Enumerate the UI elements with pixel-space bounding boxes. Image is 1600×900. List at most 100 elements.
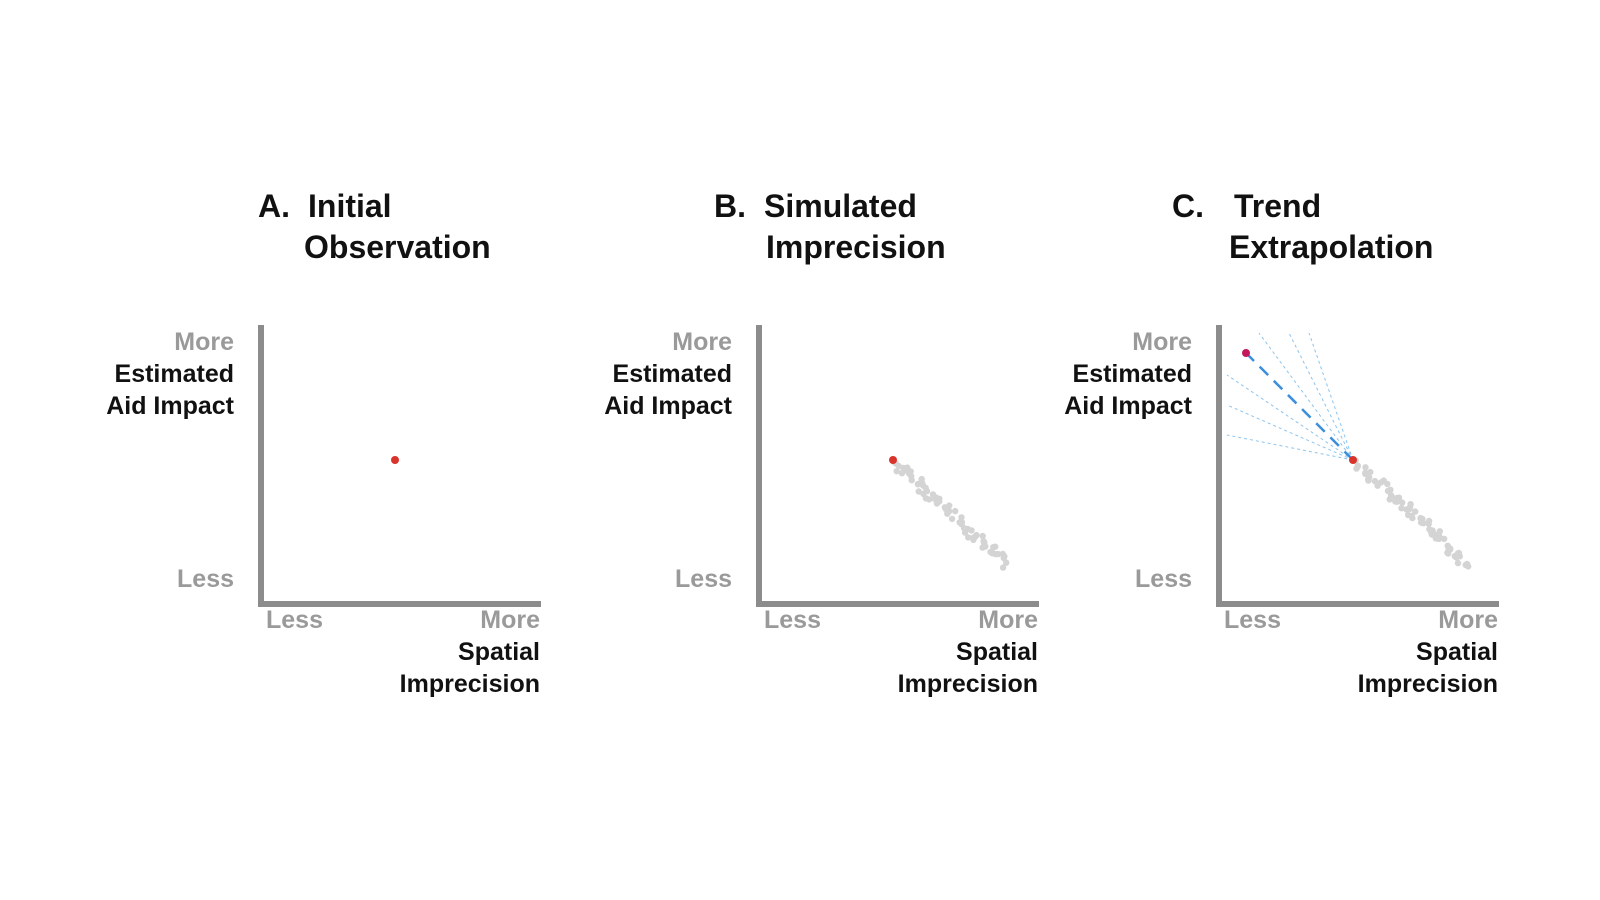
x-axis-label-line-2: Imprecision xyxy=(399,670,540,698)
y-less-label: Less xyxy=(675,565,732,593)
x-more-label: More xyxy=(978,606,1038,634)
simulated-point xyxy=(933,500,941,507)
plot-area xyxy=(391,456,399,464)
simulated-point xyxy=(979,532,986,540)
simulated-point xyxy=(1393,498,1401,505)
simulated-point xyxy=(898,470,906,477)
simulated-point xyxy=(945,507,952,514)
title-line-1: Trend xyxy=(1234,188,1322,224)
observation-point xyxy=(1349,456,1357,464)
simulated-point xyxy=(1436,528,1443,535)
simulated-point xyxy=(923,487,931,495)
fan-line xyxy=(1226,404,1354,461)
y-more-label: More xyxy=(672,328,732,356)
simulated-point xyxy=(1362,464,1369,471)
fan-line xyxy=(1288,332,1354,461)
simulated-point xyxy=(999,564,1007,571)
x-less-label: Less xyxy=(764,606,821,634)
extrapolated-point xyxy=(1242,349,1250,357)
simulated-point xyxy=(893,468,900,475)
simulated-points xyxy=(1352,457,1472,570)
x-axis-label-line-1: Spatial xyxy=(956,638,1038,666)
simulated-point xyxy=(1456,553,1463,560)
simulated-point xyxy=(965,534,972,541)
simulated-point xyxy=(981,539,988,546)
simulated-point xyxy=(1387,486,1394,493)
y-more-label: More xyxy=(174,328,234,356)
simulated-point xyxy=(936,495,943,502)
observation-point xyxy=(391,456,399,464)
y-axis-label-line-2: Aid Impact xyxy=(106,392,234,420)
simulated-point xyxy=(948,515,956,523)
panel-c: C. Trend Extrapolation More Estimated Ai… xyxy=(958,0,1499,900)
simulated-point xyxy=(1417,514,1424,522)
simulated-point xyxy=(1463,560,1471,568)
y-axis xyxy=(258,325,264,607)
panel-letter: A. xyxy=(258,188,290,224)
simulated-point xyxy=(1406,505,1413,513)
simulated-point xyxy=(931,495,938,502)
x-axis-label-line-1: Spatial xyxy=(1416,638,1498,666)
simulated-point xyxy=(1444,542,1451,549)
simulated-point xyxy=(908,477,915,484)
title-line-1: Simulated xyxy=(764,188,917,224)
fan-lines xyxy=(1226,332,1354,461)
x-axis xyxy=(258,601,541,607)
title-line-2: Imprecision xyxy=(766,229,946,265)
x-more-label: More xyxy=(480,606,540,634)
y-axis-label-line-1: Estimated xyxy=(612,360,732,388)
y-less-label: Less xyxy=(177,565,234,593)
x-axis-label-line-1: Spatial xyxy=(458,638,540,666)
simulated-point xyxy=(990,544,997,551)
fan-line xyxy=(1308,332,1354,461)
simulated-point xyxy=(960,524,968,532)
simulated-point xyxy=(1399,499,1406,506)
simulated-point xyxy=(1398,505,1405,512)
simulated-point xyxy=(925,496,933,503)
simulated-point xyxy=(952,507,959,515)
title-line-2: Extrapolation xyxy=(1229,229,1434,265)
panel-letter: B. xyxy=(714,188,746,224)
simulated-point xyxy=(1435,535,1443,542)
x-axis-label-line-2: Imprecision xyxy=(1357,670,1498,698)
simulated-point xyxy=(1420,520,1427,527)
x-axis xyxy=(756,601,1039,607)
simulated-point xyxy=(1425,520,1432,528)
fan-line xyxy=(1258,332,1354,461)
simulated-point xyxy=(1386,496,1393,503)
y-axis-label-line-2: Aid Impact xyxy=(604,392,732,420)
title-line-1: Initial xyxy=(308,188,392,224)
plot-area xyxy=(1226,332,1472,570)
y-axis xyxy=(756,325,762,607)
observation-point xyxy=(889,456,897,464)
simulated-point xyxy=(905,470,913,477)
simulated-point xyxy=(968,527,975,534)
x-more-label: More xyxy=(1438,606,1498,634)
y-axis-label-line-1: Estimated xyxy=(114,360,234,388)
simulated-point xyxy=(1366,474,1373,481)
x-axis-label-line-2: Imprecision xyxy=(897,670,1038,698)
y-axis xyxy=(1216,325,1222,607)
x-less-label: Less xyxy=(1224,606,1281,634)
y-more-label: More xyxy=(1132,328,1192,356)
y-axis-label-line-2: Aid Impact xyxy=(1064,392,1192,420)
y-axis-label-line-1: Estimated xyxy=(1072,360,1192,388)
simulated-point xyxy=(1408,512,1415,519)
simulated-point xyxy=(1384,480,1391,488)
simulated-point xyxy=(1445,547,1452,554)
fan-line xyxy=(1226,434,1354,461)
x-axis xyxy=(1216,601,1499,607)
y-less-label: Less xyxy=(1135,565,1192,593)
simulated-point xyxy=(1441,535,1448,543)
simulated-point xyxy=(958,514,965,521)
simulated-point xyxy=(1374,482,1381,489)
fan-line xyxy=(1226,374,1354,461)
panel-letter: C. xyxy=(1172,188,1204,224)
plot-area xyxy=(889,456,1010,571)
simulated-point xyxy=(1003,559,1010,566)
panel-a: A. Initial Observation More Estimated Ai… xyxy=(0,0,541,900)
title-line-2: Observation xyxy=(304,229,491,265)
panel-b: B. Simulated Imprecision More Estimated … xyxy=(498,0,1039,900)
simulated-point xyxy=(995,550,1002,558)
simulated-point xyxy=(1354,462,1361,469)
